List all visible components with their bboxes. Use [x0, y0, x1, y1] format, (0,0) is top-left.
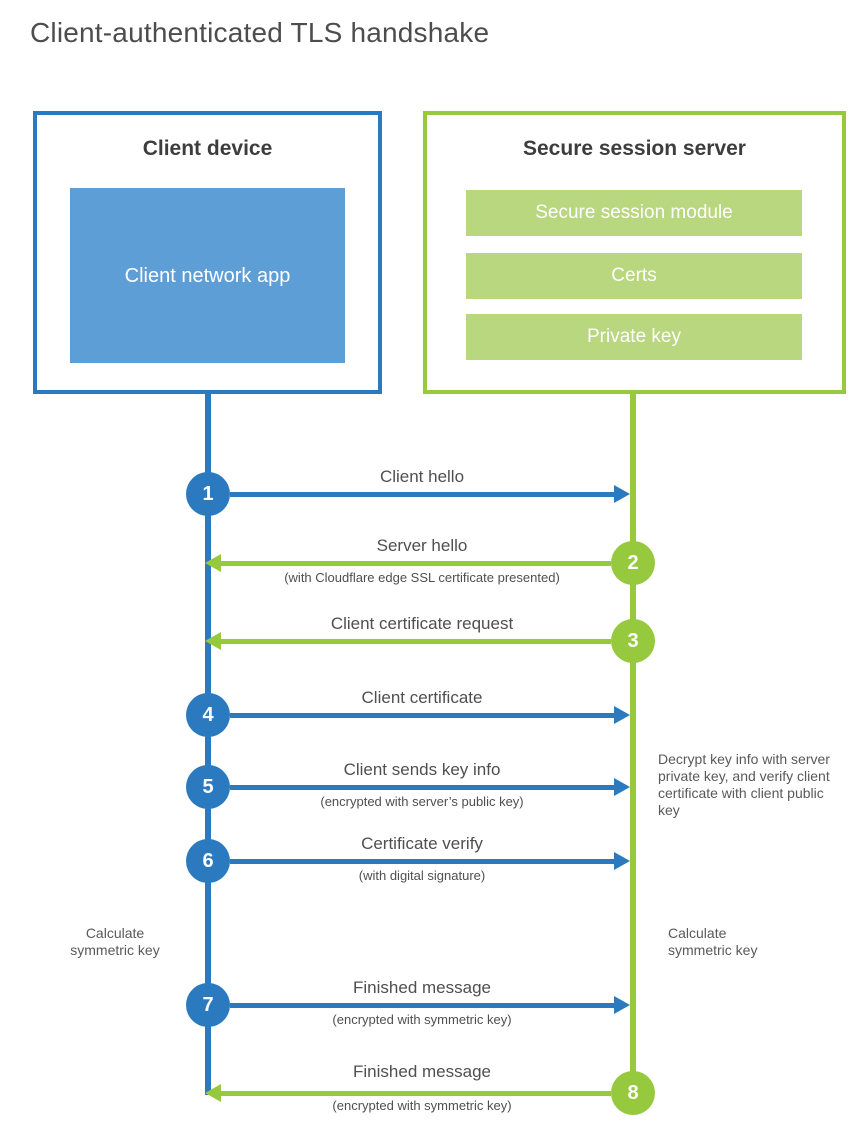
step-badge: 6 — [186, 839, 230, 883]
arrow-left-icon — [205, 632, 221, 650]
arrow-line — [221, 639, 611, 644]
message-sublabel: (encrypted with symmetric key) — [332, 1098, 512, 1113]
message-sublabel: (with Cloudflare edge SSL certificate pr… — [284, 570, 560, 585]
server-timeline — [630, 390, 636, 1073]
arrow-right-icon — [614, 778, 630, 796]
step-badge: 4 — [186, 693, 230, 737]
message-label: Client hello — [379, 467, 465, 486]
arrow-left-icon — [205, 1084, 221, 1102]
message-label: Certificate verify — [361, 834, 483, 853]
message-sublabel: (with digital signature) — [358, 868, 486, 883]
message-label: Finished message — [353, 978, 491, 997]
arrow-right-icon — [614, 706, 630, 724]
calculate-symmetric-key-client: Calculate symmetric key — [70, 925, 160, 958]
arrow-line — [221, 1091, 611, 1096]
arrow-right-icon — [614, 852, 630, 870]
step-badge: 1 — [186, 472, 230, 516]
arrow-line — [230, 859, 614, 864]
certs-bar: Certs — [466, 253, 802, 299]
arrow-right-icon — [614, 485, 630, 503]
message-label: Server hello — [376, 536, 468, 555]
step-badge: 8 — [611, 1071, 655, 1115]
arrow-line — [230, 1003, 614, 1008]
arrow-line — [230, 492, 614, 497]
secure-session-module-bar: Secure session module — [466, 190, 802, 236]
calculate-symmetric-key-server: Calculate symmetric key — [668, 925, 758, 958]
message-label: Client sends key info — [343, 760, 501, 779]
client-network-app-box: Client network app — [70, 188, 345, 363]
arrow-line — [230, 785, 614, 790]
page-title: Client-authenticated TLS handshake — [30, 17, 490, 48]
decrypt-note: Decrypt key info with server private key… — [658, 751, 830, 818]
message-label: Client certificate request — [330, 614, 514, 633]
step-badge: 5 — [186, 765, 230, 809]
private-key-bar: Private key — [466, 314, 802, 360]
step-badge: 7 — [186, 983, 230, 1027]
client-timeline — [205, 390, 211, 1095]
arrow-line — [221, 561, 611, 566]
step-badge: 2 — [611, 541, 655, 585]
message-label: Finished message — [353, 1062, 491, 1081]
message-sublabel: (encrypted with symmetric key) — [332, 1012, 512, 1027]
arrow-left-icon — [205, 554, 221, 572]
client-network-app-label: Client network app — [124, 264, 291, 287]
step-badge: 3 — [611, 619, 655, 663]
client-device-title: Client device — [142, 137, 273, 160]
message-label: Client certificate — [361, 688, 483, 707]
arrow-line — [230, 713, 614, 718]
arrow-right-icon — [614, 996, 630, 1014]
message-sublabel: (encrypted with server’s public key) — [320, 794, 524, 809]
secure-session-server-title: Secure session server — [523, 137, 746, 160]
